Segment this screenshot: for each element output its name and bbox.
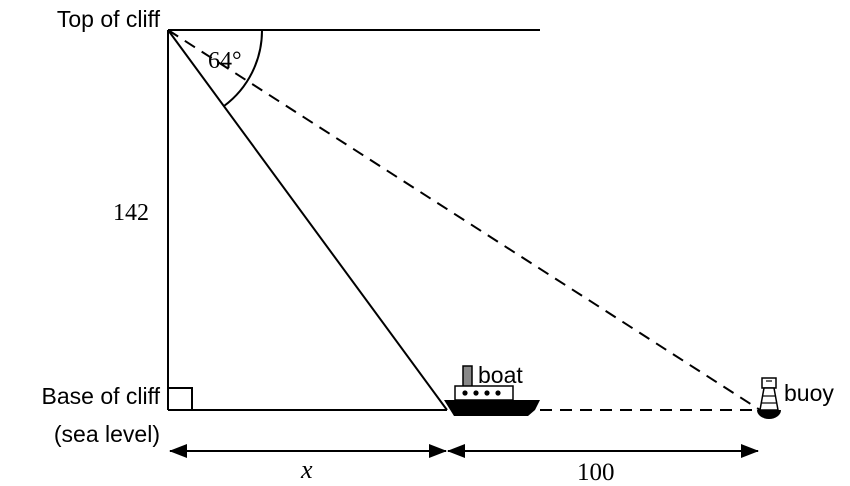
distance-label: 100 [577, 459, 615, 486]
sight-line-buoy [167, 29, 761, 411]
sight-line-boat [167, 29, 448, 411]
angle-label: 64° [208, 48, 242, 74]
base-of-cliff-label: Base of cliff [42, 383, 161, 409]
boat-icon [444, 365, 540, 416]
height-label: 142 [113, 200, 149, 226]
top-of-cliff-label: Top of cliff [57, 6, 161, 32]
boat-label: boat [478, 362, 523, 388]
angle-arc [223, 29, 264, 107]
x-label: x [300, 455, 313, 484]
buoy-label: buoy [784, 380, 834, 406]
right-angle-marker [168, 387, 193, 410]
sea-level-label: (sea level) [54, 421, 160, 447]
buoy-icon [757, 377, 781, 419]
